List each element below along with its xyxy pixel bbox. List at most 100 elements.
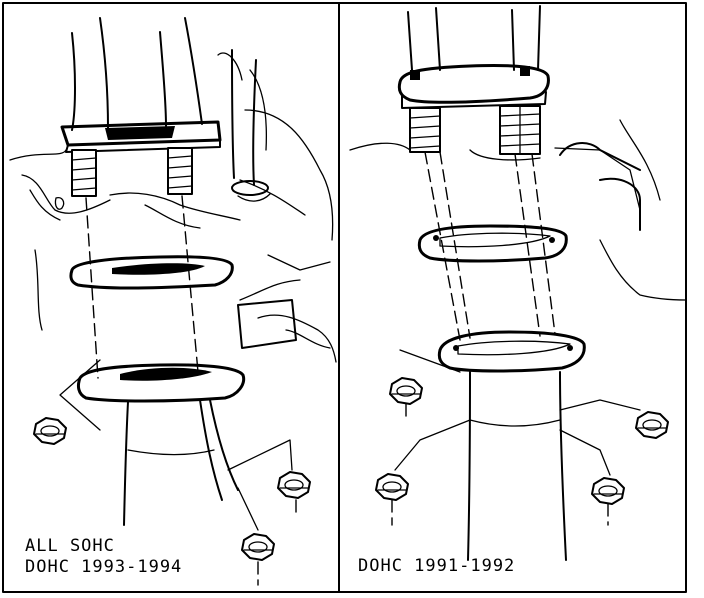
left-bg-line-3 [29, 189, 61, 221]
left-bracket-arm [257, 314, 337, 363]
left-bg-line-7 [249, 69, 268, 151]
right-upper-flange-edge [401, 91, 547, 109]
right-gasket-hole-1 [433, 235, 439, 241]
right-pipe-bead [469, 419, 561, 427]
right-flange-hole-2 [520, 66, 530, 76]
right-stud-1 [409, 107, 441, 153]
left-leader-2 [227, 439, 293, 471]
left-upper-flange-port [105, 126, 175, 140]
nut-icon [33, 417, 67, 445]
left-bg-line-8 [244, 109, 334, 241]
left-lower-flange-port [120, 367, 212, 381]
left-bg-line-6 [217, 52, 243, 81]
flange-icon [76, 363, 246, 403]
right-gasket [417, 224, 568, 263]
left-bracket-arm-2 [285, 329, 331, 349]
right-flange-hole-3 [453, 345, 459, 351]
left-leader-3 [237, 487, 259, 531]
right-pipe-upper-edge-2 [435, 7, 441, 71]
left-leader-1 [59, 359, 101, 431]
right-nut-3 [635, 411, 669, 439]
right-nut-4 [591, 477, 625, 505]
left-nut-2 [277, 471, 311, 499]
right-pipe-lower-edge-1 [467, 371, 471, 561]
right-nut-1 [389, 377, 423, 405]
left-bg-line-5 [144, 204, 201, 229]
left-pipe-upper-edge-2 [99, 17, 109, 129]
right-pipe-upper-edge-4 [537, 5, 541, 71]
left-side-tube-base [237, 193, 271, 202]
nut-icon [591, 477, 625, 505]
right-pipe-upper-edge-3 [511, 9, 515, 71]
left-panel [9, 17, 337, 586]
right-gasket-hole-2 [549, 237, 555, 243]
left-bg-line-1 [9, 149, 67, 161]
gasket-icon [417, 224, 568, 263]
outer-frame [2, 2, 687, 593]
left-nut-1 [33, 417, 67, 445]
nut-icon [375, 473, 409, 501]
right-leader-4 [559, 429, 611, 476]
left-upper-flange-edge [65, 139, 221, 153]
right-bg-line-1 [349, 142, 411, 151]
nut-icon [389, 377, 423, 405]
right-lower-flange [437, 330, 586, 373]
right-gasket-opening [439, 232, 551, 248]
right-bg-line-4 [599, 177, 641, 231]
left-bg-bolt [54, 196, 65, 210]
left-stud-1 [71, 149, 97, 197]
right-nut-2 [375, 473, 409, 501]
gasket-icon [69, 255, 234, 290]
left-gasket-port [112, 263, 205, 275]
caption-left: ALL SOHC DOHC 1993-1994 [25, 536, 182, 578]
right-leader-1 [399, 349, 461, 373]
left-side-tube-collar [231, 180, 269, 196]
left-pipe-lower-edge-1 [123, 401, 129, 526]
left-bg-line-2 [21, 174, 111, 214]
right-align-line-2 [439, 151, 471, 339]
right-leader-3 [559, 399, 641, 411]
right-pipe-lower-edge-2 [559, 371, 567, 561]
caption-right: DOHC 1991-1992 [358, 556, 515, 577]
nut-icon [241, 533, 275, 561]
left-pipe-upper-edge-1 [71, 32, 76, 131]
stud-icon [409, 107, 441, 153]
left-pipe-upper-edge-4 [184, 17, 203, 125]
right-bg-line-3 [559, 142, 641, 171]
left-pipe-lower-edge-2 [199, 399, 223, 501]
right-lower-flange-opening [457, 340, 571, 356]
right-bg-line-2 [554, 147, 641, 211]
nut-icon [277, 471, 311, 499]
left-align-line-2 [181, 195, 199, 373]
right-flange-hole-1 [410, 70, 420, 80]
caption-left-line-1: ALL SOHC [25, 536, 115, 556]
left-bg-line-11 [267, 254, 331, 271]
left-nut-3 [241, 533, 275, 561]
caption-right-line-1: DOHC 1991-1992 [358, 556, 516, 576]
caption-left-line-2: DOHC 1993-1994 [25, 557, 183, 577]
left-bg-line-10 [34, 249, 43, 331]
left-bg-line-12 [239, 279, 301, 301]
right-pipe-upper-edge-1 [407, 11, 413, 71]
left-gasket [69, 255, 234, 290]
left-pipe-upper-edge-3 [159, 31, 167, 127]
left-stud-2 [167, 147, 193, 195]
left-pipe-bead [127, 449, 215, 456]
right-upper-flange [397, 64, 550, 104]
right-bg-line-5 [619, 119, 661, 201]
right-align-line-3 [514, 153, 541, 337]
left-side-tube-edge-1 [231, 49, 235, 179]
left-bracket [237, 299, 297, 349]
right-align-line-4 [531, 153, 556, 335]
left-pipe-lower-edge-3 [209, 399, 239, 491]
left-side-tube-edge-2 [252, 59, 257, 186]
right-flange-hole-4 [567, 345, 573, 351]
right-panel [349, 5, 687, 561]
right-leader-2 [394, 419, 471, 471]
right-bg-line-7 [469, 149, 541, 161]
flange-icon [437, 330, 586, 373]
left-lower-flange [76, 363, 246, 403]
nut-icon [635, 411, 669, 439]
